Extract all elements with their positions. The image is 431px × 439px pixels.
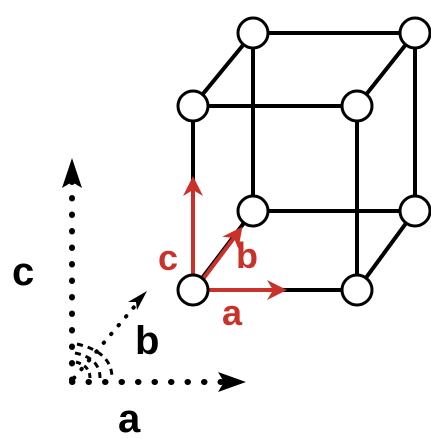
lattice-vectors [183,176,287,300]
lattice-vector-c-label: c [158,237,178,278]
reference-axis-c-arrowhead [62,158,82,188]
lattice-node [236,194,270,228]
lattice-node [176,89,210,123]
lattice-node [236,16,270,50]
reference-axis-c-label: c [12,250,34,294]
lattice-node-origin [176,273,210,307]
lattice-node [398,16,431,50]
lattice-vector-a-label: a [222,292,243,333]
lattice-vector-b [198,226,243,285]
reference-axis-a-label: a [118,397,141,439]
lattice-node [398,194,431,228]
lattice-vector-b-label: b [236,235,258,276]
reference-axis-b-arrowhead [128,291,147,310]
lattice-nodes [176,16,431,307]
reference-axis-b-label: b [135,319,159,363]
angle-arc-inner [75,360,92,379]
reference-axis-a-arrowhead [218,372,246,392]
angle-arc-middle [74,351,102,379]
reference-axes: c b a [12,158,246,439]
lattice-node [340,273,374,307]
lattice-node [340,89,374,123]
angle-arc-outer [76,342,114,379]
